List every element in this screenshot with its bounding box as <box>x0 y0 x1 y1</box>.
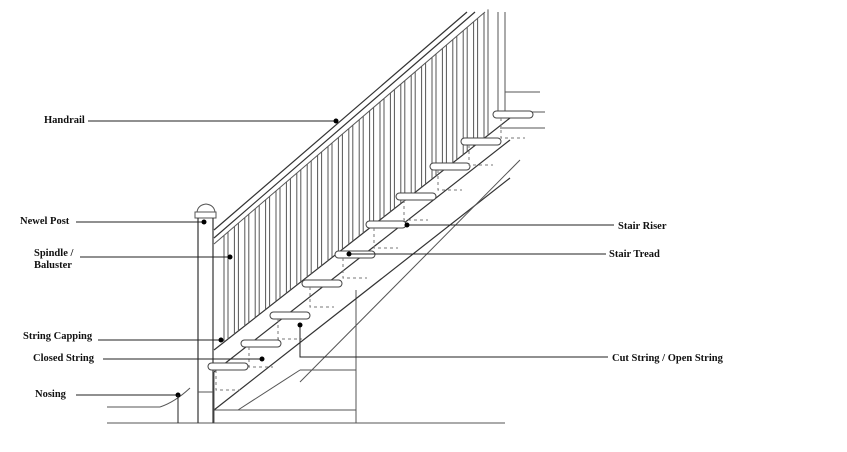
label-baluster: Baluster <box>34 260 72 271</box>
label-handrail: Handrail <box>44 115 85 126</box>
stair-tread-shape <box>240 339 282 348</box>
stair-tread-shape <box>207 362 249 371</box>
stair-riser-shape <box>215 370 240 391</box>
stair-riser-shape <box>373 228 398 249</box>
label-newel-post: Newel Post <box>20 216 70 227</box>
stair-riser-shape <box>468 145 493 166</box>
leaders <box>76 118 614 423</box>
stair-riser-shape <box>342 258 367 279</box>
stair-riser-shape <box>248 347 273 368</box>
stair-riser-shape <box>277 319 302 340</box>
label-string-capping: String Capping <box>23 331 93 342</box>
label-stair-tread: Stair Tread <box>609 249 660 260</box>
label-nosing: Nosing <box>35 389 67 400</box>
stair-riser-shape <box>403 200 428 221</box>
handrail-shape <box>213 11 486 245</box>
stair-tread-shape <box>365 220 407 229</box>
stair-tread-shape <box>460 137 502 146</box>
spindles-group <box>223 9 489 343</box>
label-closed-string: Closed String <box>33 353 95 364</box>
stair-tread-shape <box>492 110 534 119</box>
label-spindle: Spindle / <box>34 248 74 259</box>
label-stair-riser: Stair Riser <box>618 221 667 232</box>
stair-riser-shape <box>437 170 462 191</box>
labels: Handrail Newel Post Spindle / Baluster S… <box>20 115 724 400</box>
stair-riser-shape <box>500 118 525 139</box>
newel-post <box>194 203 217 423</box>
floor-lines <box>107 387 505 424</box>
label-cut-string: Cut String / Open String <box>612 353 724 364</box>
stair-tread-shape <box>301 279 343 288</box>
stair-tread-shape <box>429 162 471 171</box>
stringers <box>213 117 521 411</box>
stair-tread-shape <box>269 311 311 320</box>
stair-riser-shape <box>309 287 334 308</box>
steps-group <box>207 110 534 391</box>
stair-tread-shape <box>395 192 437 201</box>
